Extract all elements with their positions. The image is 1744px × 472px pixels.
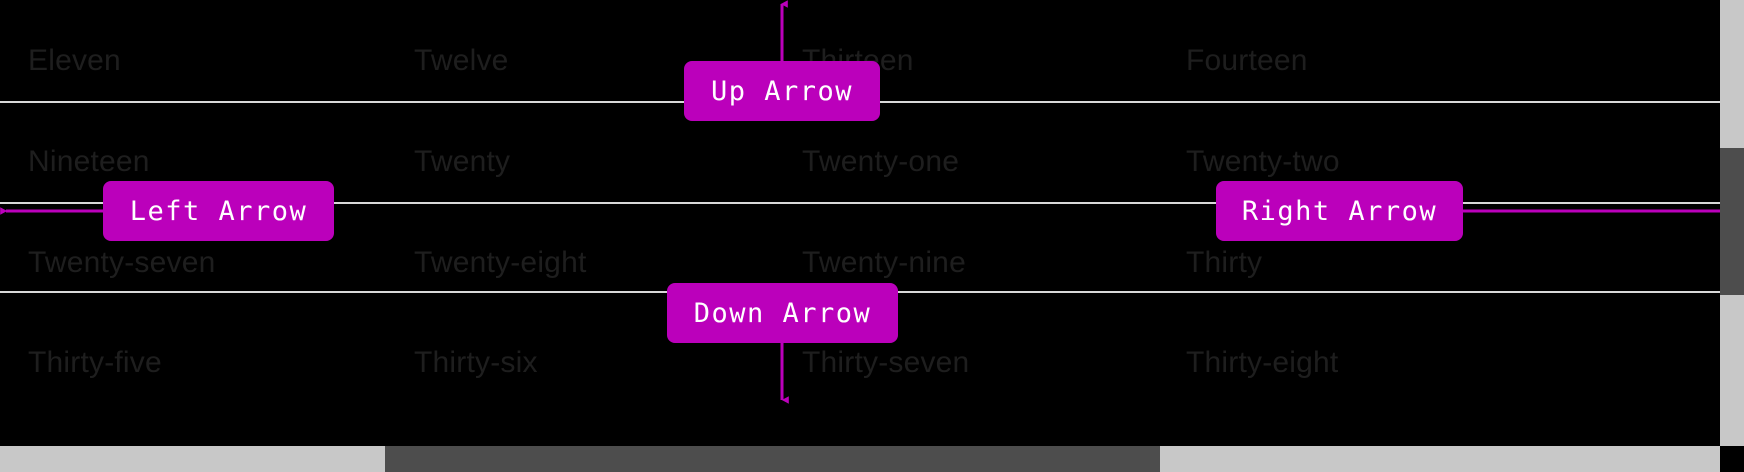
grid-cell[interactable]: Twenty	[414, 145, 511, 178]
grid-cell[interactable]: Thirty-seven	[802, 346, 970, 379]
down-arrow-label-badge[interactable]: Down Arrow	[667, 283, 898, 343]
grid-cell[interactable]: Twenty-one	[802, 145, 960, 178]
horizontal-scrollbar-track[interactable]	[0, 446, 1720, 472]
vertical-scrollbar-track[interactable]	[1720, 0, 1744, 446]
horizontal-scrollbar-thumb[interactable]	[385, 446, 1160, 472]
grid-row: Nineteen Twenty Twenty-one Twenty-two	[0, 111, 1720, 212]
grid-row: Twenty-seven Twenty-eight Twenty-nine Th…	[0, 212, 1720, 313]
grid-row: Thirty-five Thirty-six Thirty-seven Thir…	[0, 312, 1720, 413]
grid-cell[interactable]: Nineteen	[28, 145, 150, 178]
grid-cell[interactable]: Twelve	[414, 44, 509, 77]
grid-cell[interactable]: Thirty-five	[28, 346, 162, 379]
up-arrow-label-badge[interactable]: Up Arrow	[684, 61, 880, 121]
grid-cell[interactable]: Twenty-nine	[802, 246, 966, 279]
row-separator	[0, 202, 1720, 204]
grid-cell[interactable]: Thirty-eight	[1186, 346, 1339, 379]
left-arrow-label-badge[interactable]: Left Arrow	[103, 181, 334, 241]
grid-cell[interactable]: Twenty-seven	[28, 246, 216, 279]
grid-cell[interactable]: Eleven	[28, 44, 121, 77]
scrollbar-corner	[1720, 446, 1744, 472]
grid-row: Eleven Twelve Thirteen Fourteen	[0, 10, 1720, 111]
vertical-scrollbar-thumb[interactable]	[1720, 148, 1744, 295]
grid-cell[interactable]: Fourteen	[1186, 44, 1308, 77]
grid-cell[interactable]: Thirty	[1186, 246, 1263, 279]
grid-cell[interactable]: Thirty-six	[414, 346, 538, 379]
right-arrow-label-badge[interactable]: Right Arrow	[1216, 181, 1463, 241]
grid-cell[interactable]: Twenty-eight	[414, 246, 587, 279]
grid-cell[interactable]: Twenty-two	[1186, 145, 1340, 178]
